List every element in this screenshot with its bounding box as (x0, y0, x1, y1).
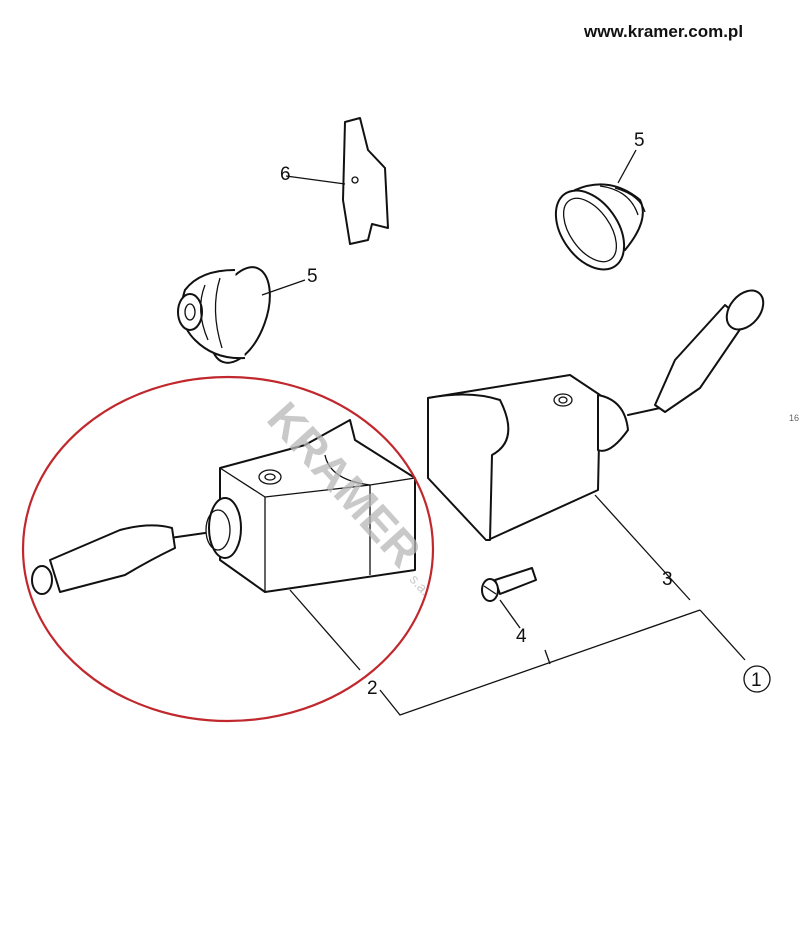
callout-5-top: 5 (634, 130, 645, 151)
callout-1: 1 (751, 670, 762, 691)
callout-4: 4 (516, 626, 527, 647)
highlight-circle (21, 375, 435, 723)
part-3-bracket-right (427, 289, 765, 661)
part-2-bracket-left (31, 419, 416, 671)
callout-5-left: 5 (307, 266, 318, 287)
assembly-leader-lines (379, 609, 701, 716)
margin-note: 16 (789, 413, 799, 423)
callout-1-circle (743, 665, 771, 693)
callout-3: 3 (662, 569, 673, 590)
part-5-boot-left (177, 266, 306, 364)
website-url: www.kramer.com.pl (584, 22, 744, 41)
callout-2: 2 (367, 678, 378, 699)
part-6-plate (285, 117, 389, 245)
part-4-screw (481, 567, 537, 629)
part-5-boot-top (554, 149, 646, 271)
callout-6: 6 (280, 164, 291, 185)
